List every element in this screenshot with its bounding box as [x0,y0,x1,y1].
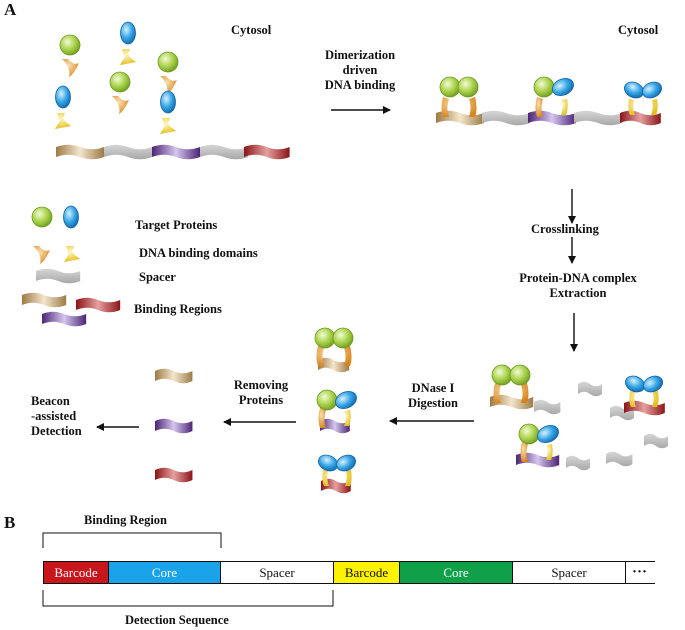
detection-sequence-bracket [42,590,334,607]
sequence-brackets [42,532,334,607]
binding-region-label: Binding Region [84,513,168,527]
step-crosslinking-label: Crosslinking [531,222,599,236]
digested-complexes [314,327,357,494]
green-target-protein-icon [109,71,131,114]
legend-purple-region-icon [42,311,87,327]
legend-spacer: Spacer [139,270,176,284]
legend-yellow-domain-icon [64,246,80,262]
panel-label-a: A [4,0,17,19]
step-beacon-line: Beacon [31,394,70,408]
digested-green-green-dimer-icon [314,327,354,366]
core-segment: Core [108,561,221,584]
legend-spacer-icon [36,268,81,284]
cytosol-label: Cytosol [618,23,659,37]
step-removing-line: Proteins [238,393,284,407]
legend-binding-regions: Binding Regions [134,302,222,316]
step-digestion-line: Digestion [408,396,458,410]
extracted-green-green-dimer-icon [491,364,531,403]
step-digestion-line: DNase I [411,381,455,395]
bound-dimers [439,76,663,117]
panel-label-b: B [4,513,16,532]
blue-target-protein-icon [160,90,176,134]
legend-green-protein-icon [31,206,53,228]
detection-sequence-label: Detection Sequence [125,613,229,627]
step-dimerization-line: driven [342,63,378,77]
extracted-complexes [490,364,668,471]
legend-tan-region-icon [22,292,67,308]
green-target-protein-icon [59,34,81,77]
green-blue-dimer-icon [533,76,574,117]
step-extraction-label: Protein-DNA complex Extraction [498,271,658,301]
extracted-green-blue-dimer-icon [518,423,559,462]
cytosol-label: Cytosol [231,23,272,37]
step-dimerization-line: Dimerization [324,48,396,62]
sequence-continuation: ··· [625,561,655,584]
green-target-protein-icon [157,51,179,94]
step-removing-label: Removing Proteins [222,378,300,408]
barcode-segment: Barcode [333,561,400,584]
step-removing-line: Removing [233,378,289,392]
legend-blue-protein-icon [63,205,79,229]
legend-red-region-icon [76,297,121,313]
spacer-segment: Spacer [512,561,626,584]
step-beacon-label: Beacon -assisted Detection [31,394,82,439]
dna-strand-bound [436,110,661,126]
green-green-dimer-icon [439,76,479,117]
dna-strand-free [56,144,290,160]
step-digestion-label: DNase I Digestion [393,381,473,411]
blue-blue-dimer-icon [623,81,663,115]
digested-green-blue-dimer-icon [316,389,357,428]
step-beacon-line: Detection [31,424,82,438]
legend-target-proteins: Target Proteins [135,218,218,232]
legend-orange-domain-icon [33,246,50,264]
released-binding-regions [155,368,193,483]
binding-region-bracket [42,532,222,548]
extracted-blue-blue-dimer-icon [624,375,664,407]
blue-target-protein-icon [55,85,71,129]
spacer-segment: Spacer [220,561,334,584]
step-extraction-line: Protein-DNA complex [519,271,637,285]
step-dimerization-label: Dimerization driven DNA binding [310,48,410,93]
step-beacon-line: -assisted [31,409,77,423]
core-segment: Core [399,561,513,584]
process-arrows [96,106,578,431]
digested-blue-blue-dimer-icon [317,454,357,486]
legend-graphics [22,205,121,327]
blue-target-protein-icon [120,21,136,65]
step-extraction-line: Extraction [549,286,607,300]
legend-dna-binding-domains: DNA binding domains [139,246,258,260]
barcode-segment: Barcode [43,561,109,584]
free-proteins [55,21,179,134]
step-dimerization-line: DNA binding [324,78,396,92]
